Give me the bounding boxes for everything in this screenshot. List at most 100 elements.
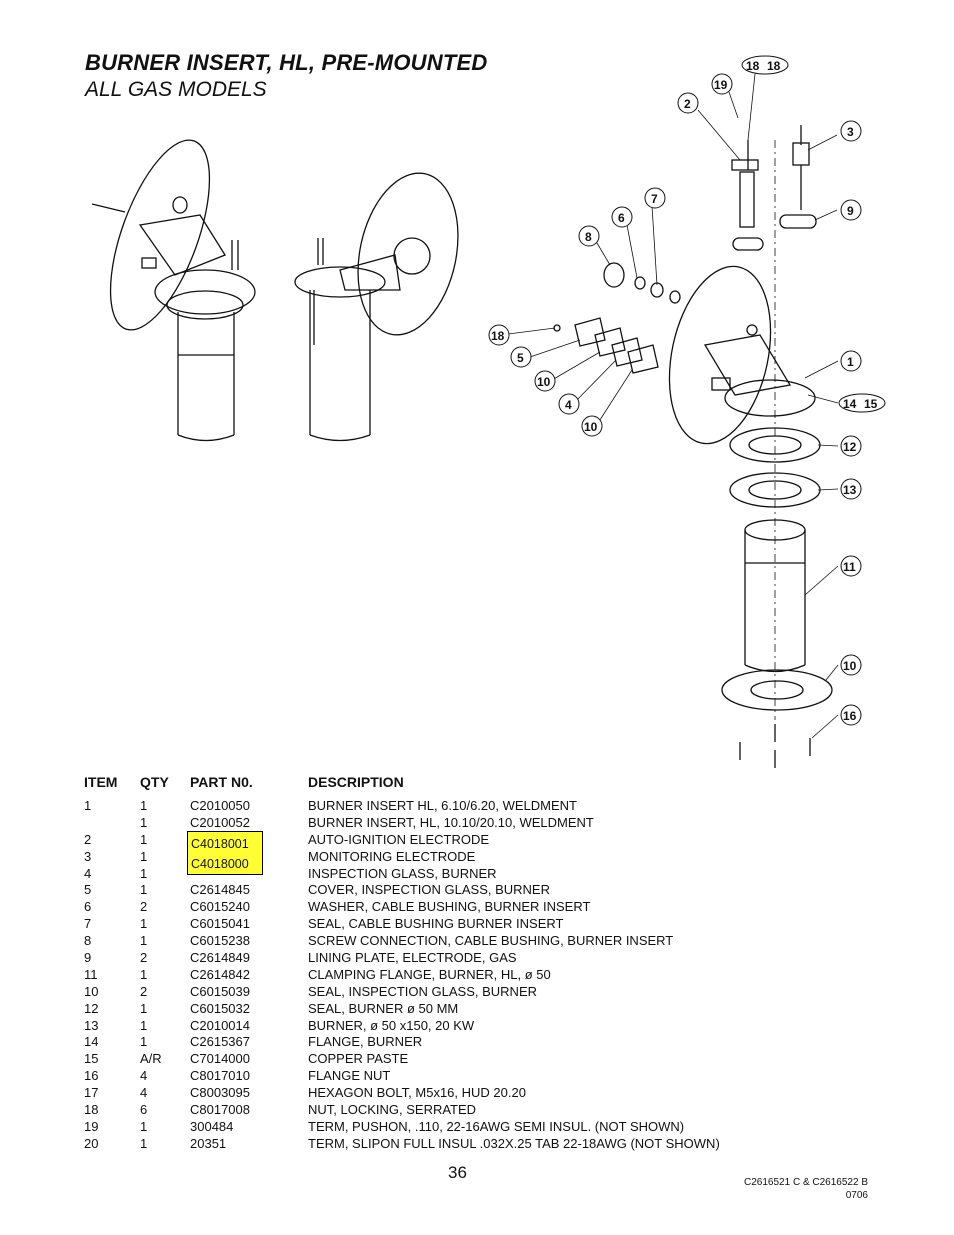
cell-qty: 1 bbox=[140, 1000, 148, 1016]
cable-bushing-parts bbox=[603, 262, 681, 304]
cell-qty: 1 bbox=[140, 933, 148, 949]
callout-8: 8 bbox=[578, 225, 600, 247]
svg-text:5: 5 bbox=[517, 351, 524, 365]
callout-18-top: 19 bbox=[711, 73, 733, 95]
table-row: 14 1 C2615367 FLANGE, BURNER bbox=[84, 1034, 884, 1051]
callout-5: 5 bbox=[510, 346, 532, 368]
cell-item: 16 bbox=[84, 1068, 99, 1084]
cell-desc: BURNER INSERT, HL, 10.10/20.10, WELDMENT bbox=[308, 814, 594, 830]
cell-part: C6015041 bbox=[190, 916, 250, 932]
cell-part: C8017010 bbox=[190, 1068, 250, 1084]
svg-text:18: 18 bbox=[491, 329, 505, 343]
svg-text:7: 7 bbox=[651, 192, 658, 206]
svg-text:2: 2 bbox=[684, 97, 691, 111]
svg-text:13: 13 bbox=[843, 483, 857, 497]
cell-qty: 1 bbox=[140, 865, 148, 881]
cell-item: 19 bbox=[84, 1118, 99, 1134]
callout-18-left: 18 bbox=[488, 324, 510, 346]
inspection-glass-parts bbox=[553, 317, 659, 374]
cell-item: 13 bbox=[84, 1017, 99, 1033]
document-reference: C2616521 C & C2616522 B 0706 bbox=[744, 1176, 868, 1202]
cell-desc: SCREW CONNECTION, CABLE BUSHING, BURNER … bbox=[308, 933, 674, 949]
callout-7: 7 bbox=[644, 187, 666, 209]
cell-part: C8003095 bbox=[190, 1085, 250, 1101]
cell-part: C2010014 bbox=[190, 1017, 250, 1033]
svg-text:15: 15 bbox=[864, 397, 878, 411]
burner-tube bbox=[744, 519, 806, 673]
cell-desc: BURNER INSERT HL, 6.10/6.20, WELDMENT bbox=[308, 798, 577, 813]
cell-item: 17 bbox=[84, 1085, 99, 1101]
cell-part: C7014000 bbox=[190, 1051, 250, 1067]
cell-qty: 4 bbox=[140, 1068, 148, 1084]
doc-ref: C2616521 C & C2616522 B bbox=[744, 1177, 868, 1188]
svg-text:14: 14 bbox=[843, 397, 857, 411]
cell-desc: FLANGE, BURNER bbox=[308, 1034, 423, 1050]
cell-qty: 1 bbox=[140, 848, 148, 864]
callout-9: 9 bbox=[840, 199, 862, 221]
cell-item: 14 bbox=[84, 1034, 99, 1050]
highlight-part-1: C4018001 bbox=[191, 837, 249, 851]
table-header: ITEM QTY PART N0. DESCRIPTION bbox=[84, 774, 884, 798]
callout-12: 12 bbox=[840, 435, 862, 457]
callout-2: 2 bbox=[677, 92, 699, 114]
highlighted-part-numbers: C4018001 C4018000 bbox=[187, 831, 263, 875]
callout-11: 10 bbox=[840, 654, 862, 676]
cell-qty: 1 bbox=[140, 1034, 148, 1050]
callout-1: 1 bbox=[840, 350, 862, 372]
cell-item: 4 bbox=[84, 865, 92, 881]
svg-text:10: 10 bbox=[537, 375, 551, 389]
cell-part: 20351 bbox=[190, 1135, 227, 1151]
cell-qty: 2 bbox=[140, 950, 148, 966]
electrode-parts bbox=[731, 125, 817, 251]
cell-part: C2615367 bbox=[190, 1034, 250, 1050]
cell-item: 8 bbox=[84, 933, 92, 949]
svg-text:8: 8 bbox=[585, 230, 592, 244]
cell-qty: 1 bbox=[140, 916, 148, 932]
cell-desc: SEAL, INSPECTION GLASS, BURNER bbox=[308, 983, 538, 999]
cell-item: 12 bbox=[84, 1000, 99, 1016]
cell-desc: WASHER, CABLE BUSHING, BURNER INSERT bbox=[308, 899, 591, 915]
svg-text:6: 6 bbox=[618, 211, 625, 225]
cell-item: 2 bbox=[84, 831, 92, 847]
cell-part: 300484 bbox=[190, 1118, 234, 1134]
cell-qty: 2 bbox=[140, 983, 148, 999]
cell-qty: 1 bbox=[140, 1118, 148, 1134]
cell-qty: 1 bbox=[140, 1135, 148, 1151]
cell-desc: TERM, PUSHON, .110, 22-16AWG SEMI INSUL.… bbox=[308, 1118, 685, 1134]
svg-text:10: 10 bbox=[584, 420, 598, 434]
svg-text:18: 18 bbox=[746, 59, 760, 73]
svg-text:12: 12 bbox=[843, 440, 857, 454]
cell-item: 20 bbox=[84, 1135, 99, 1151]
cell-desc: SEAL, CABLE BUSHING BURNER INSERT bbox=[308, 916, 564, 932]
svg-text:3: 3 bbox=[847, 125, 854, 139]
cell-qty: 1 bbox=[140, 1017, 148, 1033]
callout-10-a: 10 bbox=[534, 370, 556, 392]
page-subtitle: ALL GAS MODELS bbox=[85, 78, 267, 101]
cell-qty: A/R bbox=[140, 1051, 162, 1067]
cell-part: C6015238 bbox=[190, 933, 250, 949]
cell-part: C2010052 bbox=[190, 814, 250, 830]
page-number: 36 bbox=[448, 1163, 467, 1182]
cell-qty: 6 bbox=[140, 1102, 148, 1118]
cell-item: 15 bbox=[84, 1051, 99, 1067]
burner-assembly-view-1 bbox=[91, 139, 256, 442]
callout-15-16: 14 15 bbox=[838, 393, 886, 413]
cell-qty: 1 bbox=[140, 882, 148, 898]
svg-text:19: 19 bbox=[714, 78, 728, 92]
cell-qty: 1 bbox=[140, 831, 148, 847]
svg-text:16: 16 bbox=[843, 709, 857, 723]
